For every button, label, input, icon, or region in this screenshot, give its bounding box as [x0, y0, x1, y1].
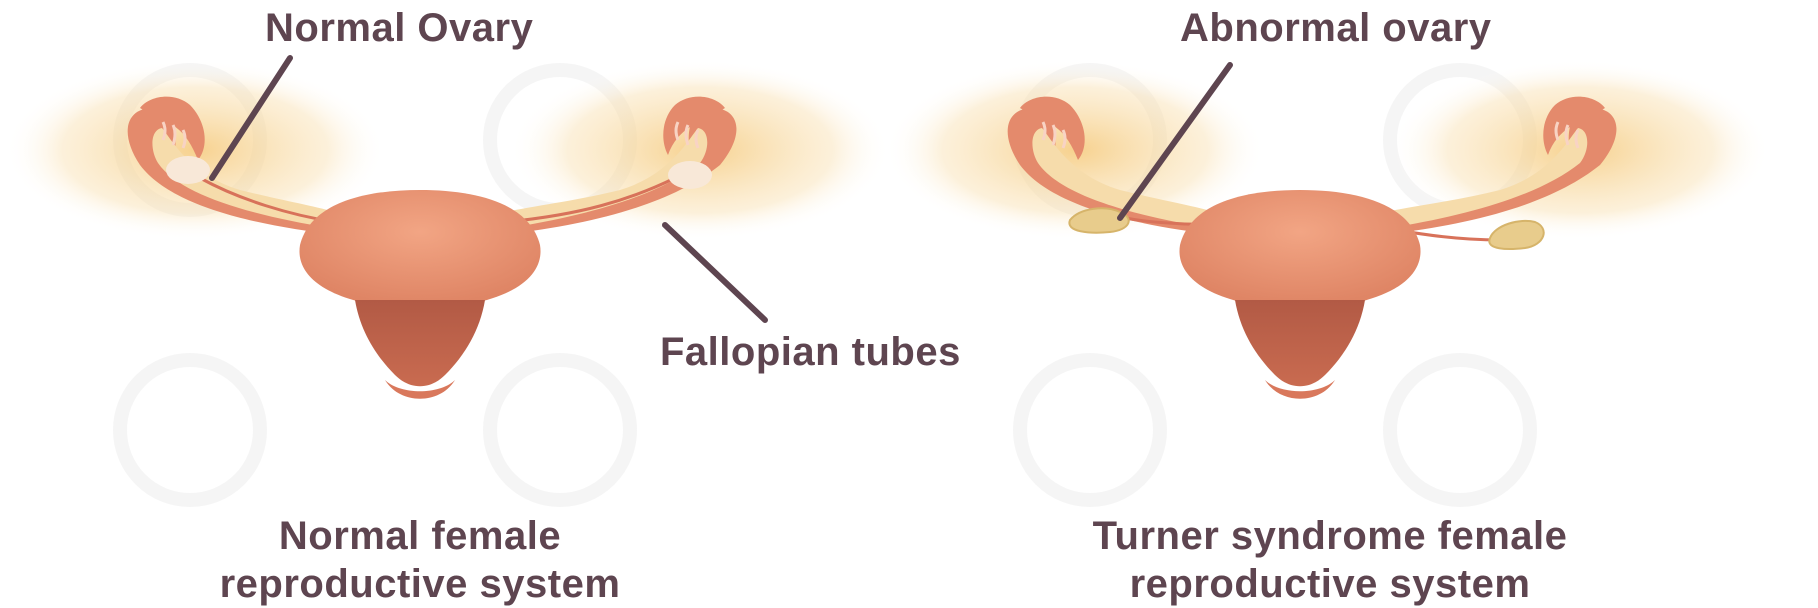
turner-caption-line2: reproductive system: [1000, 560, 1660, 608]
turner-caption-line1: Turner syndrome female: [1000, 512, 1660, 560]
cervix-turner: [1235, 300, 1365, 386]
normal-ovary-right: [668, 161, 712, 189]
fallopian-tubes-label: Fallopian tubes: [660, 330, 961, 374]
abnormal-ovary-label: Abnormal ovary: [1180, 6, 1492, 50]
normal-ovary-label: Normal Ovary: [265, 6, 533, 50]
uterus-body-turner: [1179, 190, 1420, 310]
cervix: [355, 300, 485, 386]
turner-system-caption: Turner syndrome female reproductive syst…: [1000, 512, 1660, 608]
normal-caption-line1: Normal female: [140, 512, 700, 560]
normal-caption-line2: reproductive system: [140, 560, 700, 608]
normal-ovary-left: [166, 156, 210, 184]
normal-system-caption: Normal female reproductive system: [140, 512, 700, 608]
uterus-body: [299, 190, 540, 310]
turner-reproductive-system: [885, 60, 1770, 399]
